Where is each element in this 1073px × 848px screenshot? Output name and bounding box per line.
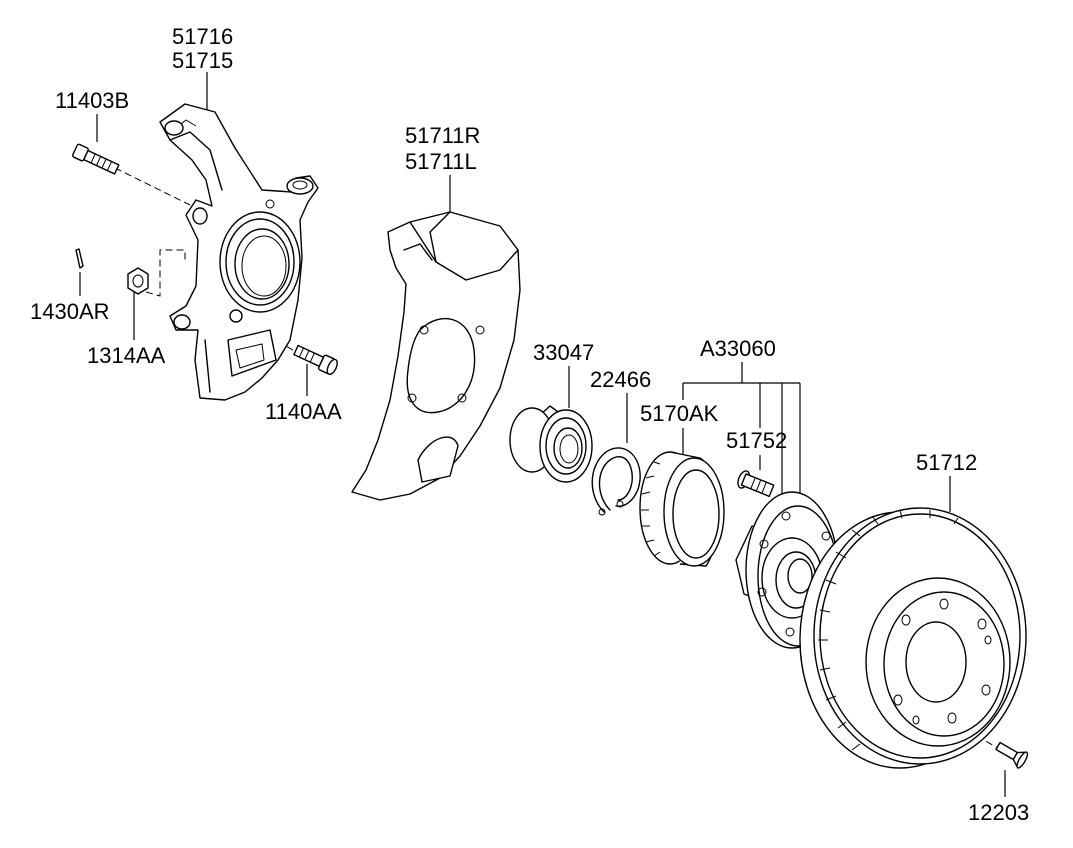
disc-vent-slots: [818, 509, 959, 751]
label-51716[interactable]: 51716: [172, 24, 233, 49]
label-51711R[interactable]: 51711R: [405, 123, 480, 148]
bolt-11403B[interactable]: [71, 143, 120, 176]
label-22466[interactable]: 22466: [590, 367, 651, 392]
label-51712[interactable]: 51712: [916, 450, 977, 475]
label-5170AK[interactable]: 5170AK: [640, 401, 719, 426]
part-labels: 51716 51715 11403B 51711R 51711L 1430AR …: [30, 24, 1029, 825]
label-A33060[interactable]: A33060: [700, 336, 776, 361]
nut-1314AA[interactable]: [127, 267, 149, 295]
label-51711L[interactable]: 51711L: [405, 149, 477, 174]
cotter-pin-1430AR[interactable]: [75, 248, 84, 269]
bolt-1140AA[interactable]: [293, 343, 340, 376]
label-51715[interactable]: 51715: [172, 48, 233, 73]
screw-12203[interactable]: [994, 738, 1030, 769]
brake-disc-51712[interactable]: [799, 507, 1027, 769]
tone-wheel-5170AK[interactable]: [639, 451, 725, 567]
label-12203[interactable]: 12203: [968, 800, 1029, 825]
label-33047[interactable]: 33047: [533, 340, 594, 365]
wheel-stud-51752[interactable]: [736, 469, 775, 499]
steering-knuckle-51716[interactable]: [159, 103, 319, 401]
label-1430AR[interactable]: 1430AR: [30, 299, 110, 324]
leader-a33060-bracket: [682, 362, 801, 497]
dust-shield-51711[interactable]: [351, 211, 521, 501]
snap-ring-22466[interactable]: [591, 447, 641, 516]
wheel-bearing-33047[interactable]: [509, 405, 593, 483]
label-1314AA[interactable]: 1314AA: [87, 343, 166, 368]
leader-lines: [79, 72, 1006, 797]
label-51752[interactable]: 51752: [726, 428, 787, 453]
label-1140AA[interactable]: 1140AA: [265, 399, 342, 424]
disc-stud-holes: [893, 598, 992, 725]
tone-wheel-teeth: [641, 461, 661, 557]
label-11403B[interactable]: 11403B: [55, 88, 129, 113]
